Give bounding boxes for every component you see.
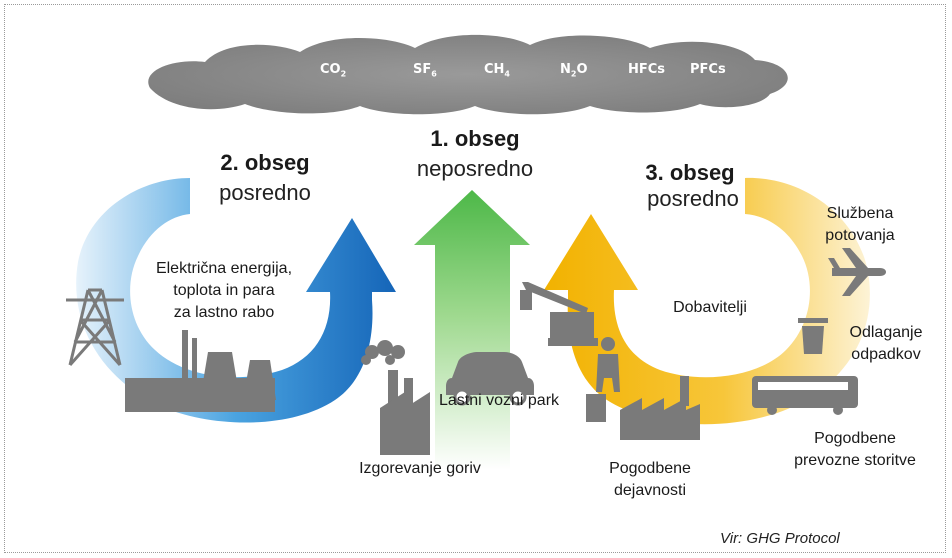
electricity-line-2: toplota in para (173, 282, 275, 299)
contract-work-line-2: dejavnosti (613, 482, 687, 499)
business-travel-line-2: potovanja (825, 227, 895, 244)
business-travel-label: Službena potovanja (812, 203, 908, 247)
scope3-subtitle: posredno (647, 186, 739, 211)
gas-label-sf6: SF6 (413, 62, 437, 79)
excavator-icon (520, 282, 598, 346)
fuel-combustion-label: Izgorevanje goriv (359, 460, 481, 477)
diagram-frame (4, 4, 946, 553)
gas-ch4-base: CH (484, 62, 505, 77)
car-icon (446, 352, 534, 406)
gas-label-n2o: N2O (560, 62, 588, 79)
scope2-title: 2. obseg (220, 150, 310, 175)
bus-icon (752, 376, 858, 415)
gas-hfcs-base: HFCs (628, 62, 666, 77)
scope1-arrow (414, 190, 530, 470)
electricity-line-1: Električna energija, (155, 260, 293, 277)
gas-pfcs-base: PFCs (690, 62, 726, 77)
scope3-arrow (544, 177, 870, 425)
airplane-icon (828, 248, 886, 296)
trash-can-icon (798, 318, 828, 354)
transmission-tower-icon (66, 288, 124, 366)
contract-transport-line-1: Pogodbene (814, 430, 896, 447)
gas-ch4-sub: 4 (504, 69, 510, 79)
gas-n2o-sub: 2 (570, 69, 577, 79)
gas-co2-sub: 2 (340, 69, 347, 79)
gas-label-ch4: CH4 (484, 62, 510, 79)
contract-transport-label: Pogodbene prevozne storitve (780, 428, 930, 472)
business-travel-line-1: Službena (826, 205, 894, 222)
gas-n2o-rest: O (576, 62, 588, 77)
scope1-title: 1. obseg (430, 126, 520, 151)
factory-icon (620, 376, 700, 440)
factory-smoke-icon (361, 340, 430, 455)
worker-icon (586, 337, 620, 422)
contract-transport-line-2: prevozne storitve (794, 452, 916, 469)
gas-label-pfcs: PFCs (690, 62, 726, 77)
gas-sf6-sub: 6 (431, 69, 437, 79)
source-caption: Vir: GHG Protocol (720, 530, 840, 547)
gas-n2o-base: N (560, 62, 571, 77)
scope1-subtitle: neposredno (416, 156, 534, 181)
waste-label: Odlaganje odpadkov (836, 322, 936, 366)
fleet-label: Lastni vozni park (438, 392, 560, 409)
gas-label-hfcs: HFCs (628, 62, 665, 77)
scope2-subtitle: posredno (219, 180, 311, 205)
electricity-line-3: za lastno rabo (173, 304, 275, 321)
scope2-arrow (76, 178, 396, 423)
contract-work-line-1: Pogodbene (609, 460, 691, 477)
power-plant-icon (125, 330, 276, 412)
electricity-label: Električna energija, toplota in para za … (136, 258, 312, 324)
gas-sf6-base: SF (413, 62, 432, 77)
greenhouse-gas-cloud (148, 34, 788, 115)
gas-label-co2: CO2 (320, 62, 346, 79)
scope3-title: 3. obseg (645, 160, 735, 185)
suppliers-label: Dobavitelji (673, 299, 747, 316)
contract-work-label: Pogodbene dejavnosti (595, 458, 705, 502)
waste-line-1: Odlaganje (849, 324, 923, 341)
waste-line-2: odpadkov (851, 346, 921, 363)
gas-co2-base: CO (320, 62, 341, 77)
